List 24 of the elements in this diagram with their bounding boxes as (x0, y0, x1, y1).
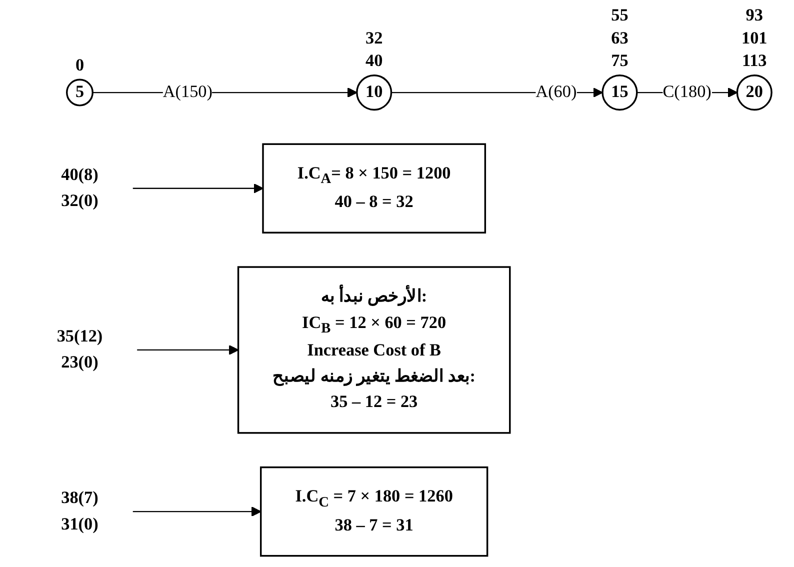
event-time-value: 93 (746, 5, 763, 24)
node-circle: 10 (356, 74, 392, 111)
node-box: I.C$_{A}$= 8 × 150 = 1200 40 – 8 = 32 (262, 143, 486, 234)
event-time-value: 63 (611, 28, 628, 48)
arrow (137, 344, 239, 356)
arrow (132, 506, 262, 517)
event-time-value: 40 (365, 51, 383, 70)
edge-label: A(60) (536, 83, 577, 102)
event-time-value: 55 (611, 5, 628, 24)
node-circle: 15 (602, 74, 638, 111)
event-time-value: 101 (741, 28, 768, 48)
event-time-value: 113 (742, 51, 767, 70)
edge-label: A(150) (162, 83, 212, 102)
event-time-value: 32 (365, 28, 383, 48)
node-circle: 5 (66, 78, 94, 106)
node-text: 35(12) 23(0) (56, 328, 103, 372)
node-box: I.C$_{C}$ = 7 × 180 = 1260 38 – 7 = 31 (260, 466, 488, 557)
node-circle: 20 (736, 74, 772, 111)
node-text: 40(8) 32(0) (61, 166, 98, 210)
edge-label: C(180) (662, 83, 712, 102)
node-text: 38(7) 31(0) (61, 489, 98, 534)
event-time-value: 75 (611, 51, 628, 70)
arrow (132, 183, 264, 194)
event-time-value: 0 (75, 55, 84, 74)
